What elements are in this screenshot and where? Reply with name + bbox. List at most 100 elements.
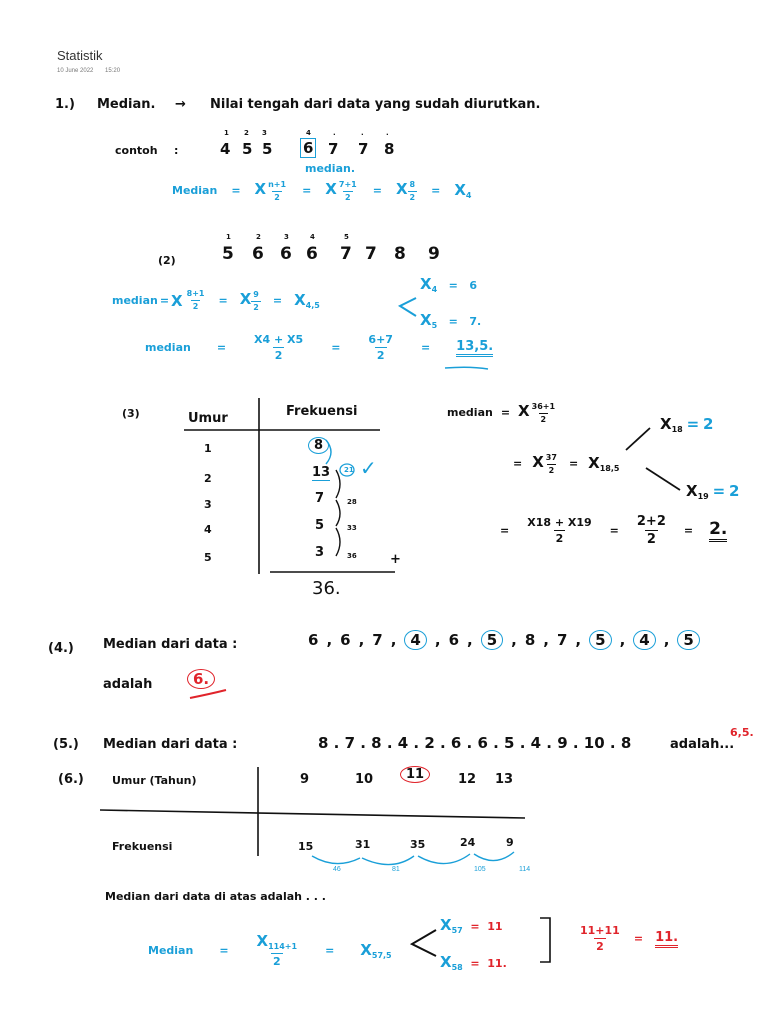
subscript: 57,5 bbox=[371, 951, 392, 960]
frac-num: X18 + X19 bbox=[527, 516, 592, 529]
equals-sign: = bbox=[159, 294, 170, 308]
p1-idx: 3 bbox=[262, 129, 267, 137]
p2-value: 9 bbox=[428, 244, 440, 264]
sum-arc bbox=[473, 851, 515, 862]
p2-index-row: 1 2 3 4 5 bbox=[226, 233, 426, 243]
frac-num: 2+2 bbox=[636, 514, 666, 529]
p1-idx: 1 bbox=[224, 129, 229, 137]
p5-adalah: adalah... bbox=[670, 737, 734, 752]
equals-sign: = bbox=[500, 406, 511, 420]
p3-median-mid: X18,5 bbox=[588, 454, 619, 473]
p6-age-median: 11 bbox=[400, 766, 431, 783]
p6-branch-bottom: X58 = 11. bbox=[440, 953, 507, 972]
frac-num: X4 + X5 bbox=[254, 333, 304, 346]
x-symbol: X bbox=[360, 941, 372, 959]
p2-result: 13,5. bbox=[456, 339, 494, 357]
p1-heading: Median. bbox=[97, 97, 156, 112]
subscript: 4 bbox=[431, 285, 438, 294]
p1-value: 7 bbox=[358, 140, 369, 158]
p1-idx: . bbox=[386, 129, 389, 137]
branch-bracket bbox=[409, 929, 437, 957]
frac-num: n+1 bbox=[268, 179, 287, 189]
p6-question: Median dari data di atas adalah . . . bbox=[105, 890, 326, 903]
equals-sign: = bbox=[568, 457, 579, 471]
equals-sign: = bbox=[683, 524, 694, 537]
p6-cum: 114 bbox=[519, 866, 531, 873]
equals-sign: = bbox=[431, 184, 441, 198]
p3-cum: 21 bbox=[344, 466, 354, 474]
equals-sign: = bbox=[216, 341, 227, 354]
branch-line bbox=[645, 467, 681, 491]
p2-idx: 3 bbox=[284, 233, 289, 241]
p6-age: 13 bbox=[495, 772, 514, 787]
x-symbol: X bbox=[325, 180, 337, 198]
p6-formula-mid: X57,5 bbox=[360, 941, 391, 960]
p2-value: 8 bbox=[394, 244, 406, 264]
p3-median-label: median bbox=[447, 406, 493, 420]
frac-den: 2 bbox=[644, 530, 658, 547]
x-symbol: X bbox=[420, 275, 432, 293]
equals-sign: = bbox=[500, 524, 510, 537]
sum-arc bbox=[311, 855, 361, 865]
p6-age: 9 bbox=[300, 772, 310, 787]
p1-formula-result: X4 bbox=[454, 181, 471, 200]
p3-branch-bottom-value: 2 bbox=[728, 482, 740, 500]
p3-frek: 8 bbox=[308, 437, 330, 454]
p2-value: 6 bbox=[306, 244, 318, 264]
p1-contoh-label: contoh bbox=[115, 144, 158, 157]
separator: , bbox=[511, 631, 517, 649]
p3-col-umur: Umur bbox=[188, 411, 228, 426]
p4-data-row: 6,6,7,4,6,5,8,7,5,4,5 bbox=[308, 630, 700, 650]
sum-arc bbox=[361, 855, 415, 866]
p3-total: 36. bbox=[312, 578, 341, 599]
p6-freq: 24 bbox=[460, 836, 476, 849]
frac-num: 37 bbox=[545, 452, 557, 462]
frac-num: 7+1 bbox=[338, 179, 357, 189]
p6-cum: 46 bbox=[333, 866, 341, 873]
x-symbol: X bbox=[420, 311, 432, 329]
frac-den: 2 bbox=[538, 412, 549, 424]
p1-idx: . bbox=[333, 129, 336, 137]
x-symbol: X bbox=[256, 932, 269, 950]
p4-text: Median dari data : bbox=[103, 637, 238, 652]
p1-idx: 2 bbox=[244, 129, 249, 137]
p6-freq: 35 bbox=[410, 838, 426, 851]
x-symbol: X bbox=[239, 290, 252, 308]
p1-median-note: median. bbox=[305, 162, 355, 175]
p5-dots: ... bbox=[719, 737, 735, 752]
p2-idx: 5 bbox=[344, 233, 349, 241]
p2-line1-label: median bbox=[112, 294, 158, 308]
p2-value: 6 bbox=[252, 244, 264, 264]
p6-branch-bottom-value: 11. bbox=[487, 957, 507, 970]
p3-number: (3) bbox=[122, 407, 140, 420]
p2-branch-top: X4 = 6 bbox=[420, 275, 478, 294]
p2-line2-label: median bbox=[145, 341, 191, 354]
p5-data: 8 . 7 . 8 . 4 . 2 . 6 . 6 . 5 . 4 . 9 . … bbox=[318, 734, 632, 752]
p5-text: Median dari data : bbox=[103, 737, 238, 752]
p4-value-circled: 5 bbox=[677, 630, 700, 650]
p2-branch-bottom: X5 = 7. bbox=[420, 311, 482, 330]
p4-value: 6 bbox=[448, 631, 459, 649]
p6-freq: 15 bbox=[298, 840, 314, 853]
frac-num: 8+1 bbox=[186, 289, 205, 299]
separator: , bbox=[358, 631, 365, 649]
frac-num: 9 bbox=[253, 289, 259, 299]
separator: , bbox=[467, 631, 473, 649]
equals-sign: = bbox=[372, 184, 382, 198]
subscript: 19 bbox=[697, 492, 709, 501]
p1-value: 5 bbox=[242, 140, 253, 158]
p2-idx: 4 bbox=[310, 233, 315, 241]
x-symbol: X bbox=[686, 482, 698, 500]
p3-frek: 5 bbox=[315, 518, 325, 533]
frac-den: 2 bbox=[272, 347, 285, 362]
p3-umur: 1 bbox=[204, 442, 212, 455]
p3-frek: 3 bbox=[315, 545, 325, 560]
x-symbol: X bbox=[294, 291, 306, 310]
p3-umur: 3 bbox=[204, 498, 212, 511]
